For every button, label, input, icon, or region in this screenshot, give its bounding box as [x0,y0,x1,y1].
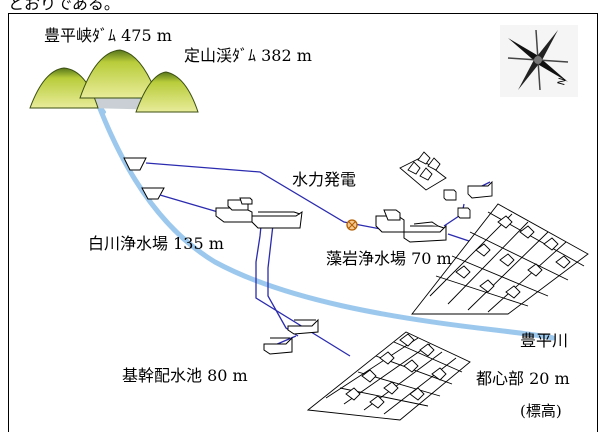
moiwa-plant-buildings [375,209,447,243]
jozankei-dam-label: 定山渓ﾀﾞﾑ 382 m [184,46,312,65]
houses-top [399,151,493,219]
compass-rose-icon: N [500,25,578,97]
reservoir-label: 基幹配水池 80 m [122,366,248,385]
city-grid-downtown [306,331,471,421]
toyohira-river-label: 豊平川 [520,331,569,350]
hydro-label: 水力発電 [292,170,357,189]
shiroishi-plant-buildings [215,197,303,229]
hydro-generator-icon [346,219,358,231]
mountains [29,49,199,113]
houhei-dam-label: 豊平峡ﾀﾞﾑ 475 m [44,26,172,45]
reservoir-buildings [263,318,319,355]
moiwa-plant-label: 藻岩浄水場 70 m [326,249,452,268]
intake-lower [141,187,165,200]
cropped-text-line: とおりである。 [8,0,588,18]
svg-text:N: N [556,77,569,87]
elevation-note: (標高) [520,402,562,420]
header-fragment: とおりである。 [8,0,120,13]
shiroishi-plant-label: 白川浄水場 135 m [88,234,224,253]
downtown-label: 都心部 20 m [476,369,570,388]
intake-upper [123,157,147,171]
city-grid-east [411,203,589,315]
